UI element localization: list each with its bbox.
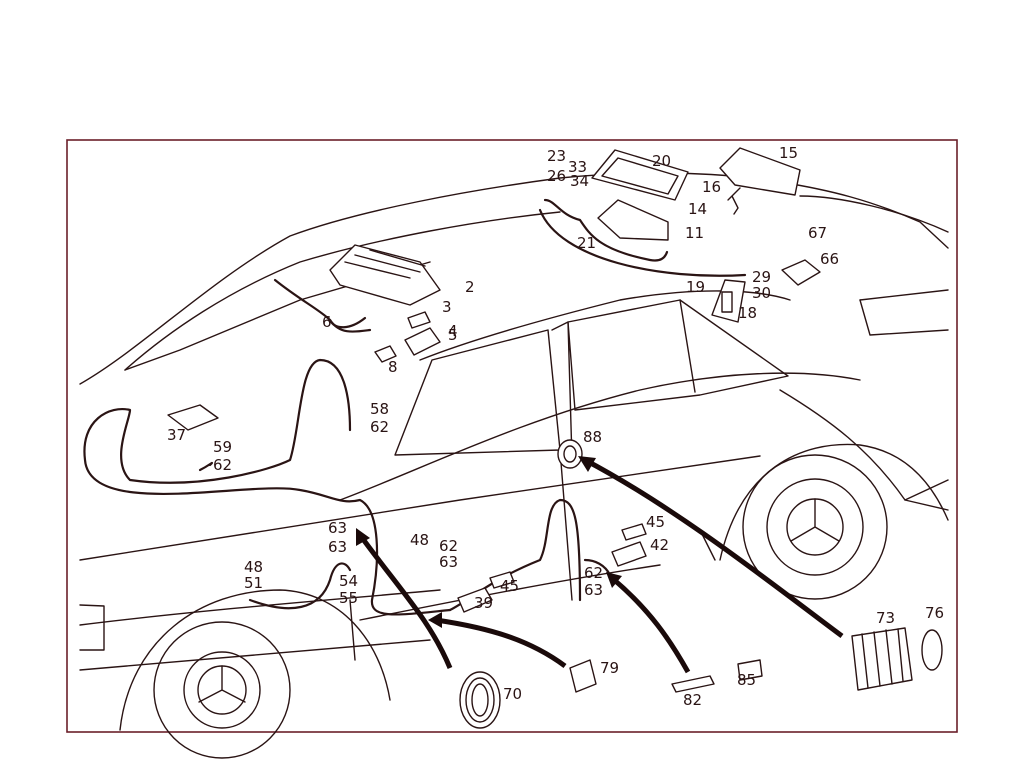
callout-label-48: 48 [410, 531, 429, 549]
part-cap-82 [921, 629, 943, 671]
part-console-5 [329, 244, 441, 306]
part-lamp-8 [404, 327, 441, 356]
callout-label-63: 63 [328, 538, 347, 556]
callout-label-33: 33 [568, 158, 587, 176]
callout-label-54: 54 [339, 572, 358, 590]
callout-label-67: 67 [808, 224, 827, 242]
callout-label-20: 20 [652, 152, 671, 170]
callout-label-63: 63 [328, 519, 347, 537]
callout-label-85: 85 [737, 671, 756, 689]
callout-label-3: 3 [442, 298, 452, 316]
callout-label-62: 62 [370, 418, 389, 436]
callout-label-4: 4 [448, 322, 458, 340]
callout-label-94: 94 [0, 0, 19, 4]
callout-label-11: 11 [685, 224, 704, 242]
callout-label-19: 19 [686, 278, 705, 296]
callout-label-63: 63 [584, 581, 603, 599]
part-bulb-48b [621, 523, 647, 541]
callout-label-34: 34 [570, 172, 589, 190]
callout-label-15: 15 [779, 144, 798, 162]
callout-label-42: 42 [650, 536, 669, 554]
callout-label-5: 5 [448, 326, 458, 344]
part-bulb-6 [407, 311, 431, 329]
callout-label-6: 6 [322, 313, 332, 331]
part-switch-20 [711, 279, 746, 323]
callout-label-37: 37 [167, 426, 186, 444]
callout-label-76: 76 [925, 604, 944, 622]
part-grommet-94 [557, 439, 583, 469]
callout-label-45: 45 [500, 577, 519, 595]
part-frame-23 [591, 149, 689, 201]
callout-label-18: 18 [738, 304, 757, 322]
callout-label-55: 55 [339, 589, 358, 607]
callout-label-82: 82 [683, 691, 702, 709]
callout-label-8: 8 [388, 358, 398, 376]
diagram-frame [66, 139, 958, 733]
callout-label-21: 21 [577, 234, 596, 252]
callout-label-88: 88 [583, 428, 602, 446]
callout-label-51: 51 [244, 574, 263, 592]
part-lamp-42 [167, 404, 219, 431]
part-lamp-15 [597, 199, 669, 241]
part-clip-91 [737, 659, 763, 681]
car-body [79, 172, 949, 731]
callout-label-48: 48 [244, 558, 263, 576]
callout-label-29: 29 [752, 268, 771, 286]
callout-label-26: 26 [547, 167, 566, 185]
callout-label-58: 58 [370, 400, 389, 418]
callout-label-91: 91 [0, 0, 19, 4]
front-wheel [153, 621, 291, 759]
part-screw-19 [727, 187, 741, 215]
part-lamp-45a [457, 587, 493, 613]
rear-wheel [742, 454, 888, 600]
callout-label-62: 62 [439, 537, 458, 555]
callout-label-45: 45 [646, 513, 665, 531]
part-handle-88 [671, 675, 715, 693]
callout-label-62: 62 [213, 456, 232, 474]
callout-label-59: 59 [213, 438, 232, 456]
callout-label-30: 30 [752, 284, 771, 302]
part-bulb-48a [489, 571, 515, 589]
callout-label-63: 63 [439, 553, 458, 571]
callout-label-66: 66 [820, 250, 839, 268]
assembly-arrows [356, 456, 844, 674]
callout-label-62: 62 [584, 564, 603, 582]
callout-label-79: 79 [600, 659, 619, 677]
part-lamp-45b [611, 541, 647, 567]
part-boot-79 [851, 627, 913, 691]
part-lamp-18 [719, 147, 801, 196]
callout-label-39: 39 [474, 594, 493, 612]
part-clip-14 [374, 345, 397, 363]
callout-label-70: 70 [503, 685, 522, 703]
callout-label-23: 23 [547, 147, 566, 165]
part-lamp-70 [781, 259, 821, 286]
part-bracket-85 [569, 659, 597, 693]
callout-labels: 2345681114151618192021232629303334373942… [0, 0, 944, 709]
callout-label-2: 2 [465, 278, 475, 296]
part-boot-76 [459, 671, 501, 729]
callout-label-16: 16 [702, 178, 721, 196]
callout-label-14: 14 [688, 200, 707, 218]
callout-label-73: 73 [876, 609, 895, 627]
